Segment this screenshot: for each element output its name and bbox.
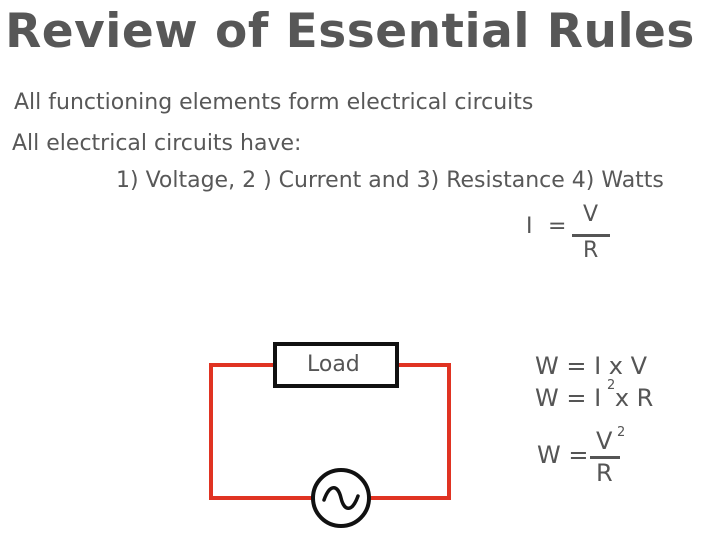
power-formula-iv: W = I x V [535,352,648,380]
ohms-law-equals: = [548,214,567,239]
power-formula-i2r-base: W = I [535,384,602,412]
power-formula-i2r-exponent: 2 [607,378,616,393]
circuit-properties-list: 1) Voltage, 2 ) Current and 3) Resistanc… [116,168,664,193]
bullet-circuits-have: All electrical circuits have: [12,131,302,156]
ohms-law-lhs: I [526,214,533,239]
ohms-law-formula: I = V R [526,202,636,266]
circuit-wire-right [370,363,451,500]
load-box [273,342,399,388]
slide-title: Review of Essential Rules [5,4,695,59]
circuit-svg [209,342,451,528]
power-formula-i2r: W = I 2 x R [535,378,654,412]
power-formula-v2r: W = V 2 R [537,425,657,487]
bullet-functioning-elements: All functioning elements form electrical… [14,90,534,115]
power-formula-v2r-exponent: 2 [617,425,626,440]
power-formula-v2r-numerator: V [596,427,613,455]
power-formula-v2r-denominator: R [596,459,613,487]
sine-wave-icon [322,486,360,510]
circuit-wire [209,363,312,500]
power-formula-i2r-rest: x R [614,384,654,412]
power-formula-v2r-lhs: W = [537,441,589,469]
circuit-diagram: Load [200,335,470,539]
ohms-law-numerator: V [583,202,599,227]
ohms-law-fraction-bar [572,234,610,237]
load-label: Load [307,352,360,377]
power-formula-v2r-fraction-bar [590,456,620,459]
ohms-law-denominator: R [583,238,599,263]
